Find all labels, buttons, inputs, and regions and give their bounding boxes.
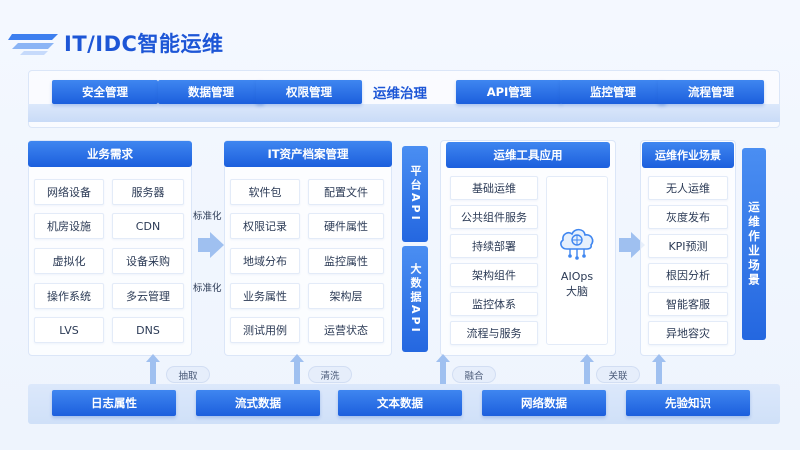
business-item[interactable]: 操作系统: [34, 283, 104, 309]
standardize-label-top: 标准化: [193, 211, 222, 222]
tool-item[interactable]: 监控体系: [450, 292, 538, 316]
assets-panel-title: IT资产档案管理: [224, 141, 392, 167]
tool-item[interactable]: 流程与服务: [450, 321, 538, 345]
business-item[interactable]: 网络设备: [34, 179, 104, 205]
aiops-label: AIOps: [560, 269, 594, 283]
governance-data-button[interactable]: 数据管理: [158, 80, 264, 104]
bigdata-api-pillar[interactable]: 大数据API: [402, 246, 428, 352]
scene-item[interactable]: 智能客服: [648, 292, 728, 316]
tool-item[interactable]: 架构组件: [450, 263, 538, 287]
governance-track: [28, 104, 780, 122]
standardize-label-bottom: 标准化: [193, 283, 222, 294]
page-title: IT/IDC智能运维: [64, 32, 224, 56]
platform-api-pillar[interactable]: 平台API: [402, 146, 428, 242]
asset-item[interactable]: 权限记录: [230, 213, 300, 239]
business-item[interactable]: 机房设施: [34, 213, 104, 239]
business-item[interactable]: 多云管理: [112, 283, 184, 309]
source-text-button[interactable]: 文本数据: [338, 390, 462, 416]
asset-item[interactable]: 测试用例: [230, 317, 300, 343]
tool-item[interactable]: 基础运维: [450, 176, 538, 200]
scene-item[interactable]: 灰度发布: [648, 205, 728, 229]
asset-item[interactable]: 运营状态: [308, 317, 384, 343]
title-decoration-icon: [8, 34, 58, 55]
tool-item[interactable]: 公共组件服务: [450, 205, 538, 229]
cloud-brain-icon: [560, 228, 594, 260]
connector-fuse: 融合: [452, 366, 496, 383]
business-item[interactable]: DNS: [112, 317, 184, 343]
scene-item[interactable]: 异地容灾: [648, 321, 728, 345]
source-log-button[interactable]: 日志属性: [52, 390, 176, 416]
scene-item[interactable]: 无人运维: [648, 176, 728, 200]
up-arrows: [146, 354, 666, 384]
asset-item[interactable]: 监控属性: [308, 248, 384, 274]
asset-item[interactable]: 软件包: [230, 179, 300, 205]
connector-extract: 抽取: [166, 366, 210, 383]
arrow-right-icon: [619, 232, 645, 258]
business-item[interactable]: CDN: [112, 213, 184, 239]
asset-item[interactable]: 地域分布: [230, 248, 300, 274]
business-item[interactable]: 设备采购: [112, 248, 184, 274]
source-knowledge-button[interactable]: 先验知识: [626, 390, 750, 416]
scenes-panel-title: 运维作业场景: [642, 142, 734, 168]
tools-panel-title: 运维工具应用: [446, 142, 610, 168]
asset-item[interactable]: 架构层: [308, 283, 384, 309]
aiops-sublabel: 大脑: [566, 284, 588, 298]
business-item[interactable]: 虚拟化: [34, 248, 104, 274]
tool-item[interactable]: 持续部署: [450, 234, 538, 258]
scene-item[interactable]: KPI预测: [648, 234, 728, 258]
asset-item[interactable]: 硬件属性: [308, 213, 384, 239]
arrow-right-icon: [198, 232, 224, 258]
source-stream-button[interactable]: 流式数据: [196, 390, 320, 416]
governance-monitor-button[interactable]: 监控管理: [560, 80, 666, 104]
scenes-side-pillar[interactable]: 运维作业场景: [742, 148, 766, 340]
connector-clean: 清洗: [308, 366, 352, 383]
source-network-button[interactable]: 网络数据: [482, 390, 606, 416]
scene-item[interactable]: 根因分析: [648, 263, 728, 287]
business-panel-title: 业务需求: [28, 141, 192, 167]
asset-item[interactable]: 业务属性: [230, 283, 300, 309]
business-item[interactable]: 服务器: [112, 179, 184, 205]
business-item[interactable]: LVS: [34, 317, 104, 343]
governance-permission-button[interactable]: 权限管理: [256, 80, 362, 104]
governance-api-button[interactable]: API管理: [456, 80, 562, 104]
governance-security-button[interactable]: 安全管理: [52, 80, 158, 104]
aiops-brain-card[interactable]: AIOps 大脑: [546, 176, 608, 345]
connector-associate: 关联: [596, 366, 640, 383]
governance-center-label: 运维治理: [373, 86, 427, 102]
governance-process-button[interactable]: 流程管理: [658, 80, 764, 104]
asset-item[interactable]: 配置文件: [308, 179, 384, 205]
